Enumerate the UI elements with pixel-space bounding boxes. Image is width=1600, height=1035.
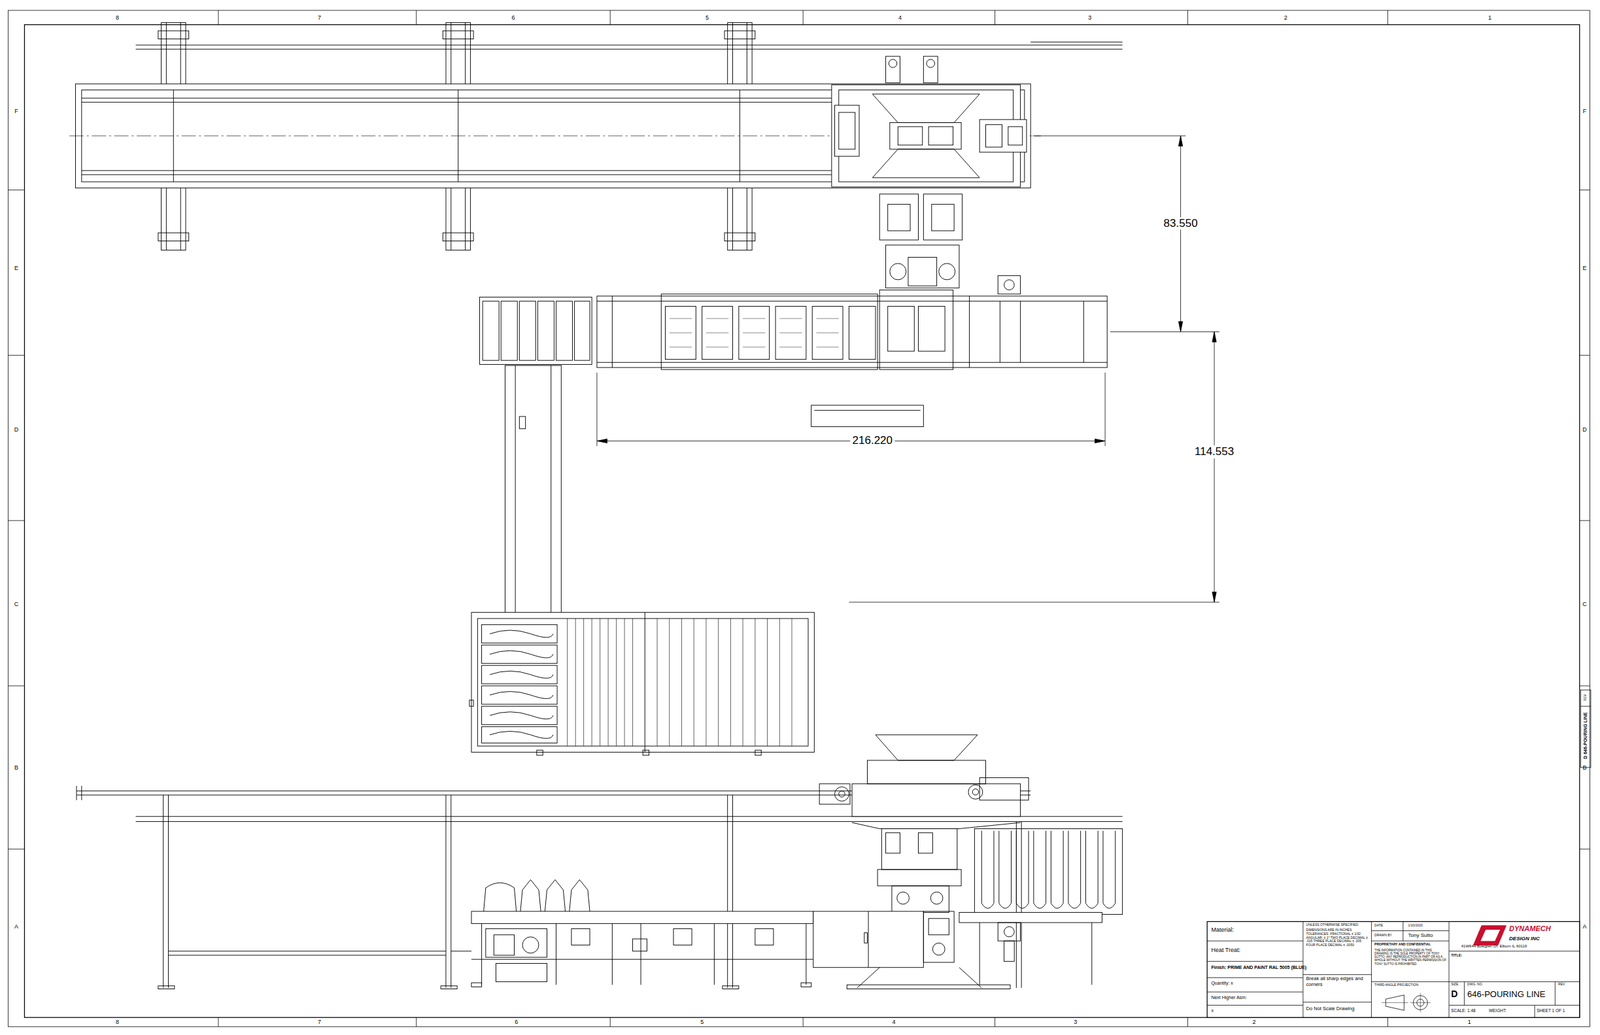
tolerance-note: DIMENSIONS ARE IN INCHES TOLERANCES: FRA…: [1306, 928, 1370, 948]
zone-letter: B: [14, 763, 19, 771]
zone-number: 3: [1073, 1018, 1077, 1026]
zone-letter: A: [1582, 923, 1587, 930]
title-field: Material:: [1210, 926, 1234, 934]
company-logo: DYNAMECH: [1509, 924, 1551, 934]
zone-number: 5: [700, 1018, 704, 1026]
title-field: x: [1210, 1008, 1214, 1014]
dimension: 114.553: [1192, 445, 1236, 460]
dimension: 83.550: [1161, 217, 1200, 231]
zone-number: 8: [115, 13, 120, 21]
general-note: Break all sharp edges and corners: [1306, 976, 1370, 988]
title-field: TITLE:: [1450, 953, 1463, 958]
zone-letter: E: [1582, 264, 1587, 272]
title-field: SIZE: [1450, 982, 1459, 987]
zone-number: 6: [514, 1018, 518, 1026]
zone-letter: F: [14, 107, 19, 115]
title-field: Next Higher Asm:: [1210, 995, 1247, 1001]
title-field: DWG. NO.: [1467, 982, 1483, 987]
projection-note: THIRD ANGLE PROJECTION: [1374, 983, 1419, 988]
zone-number: 2: [1284, 13, 1288, 21]
dimension: 216.220: [850, 434, 895, 448]
title-field: REV: [1558, 982, 1565, 987]
zone-letter: B: [1582, 763, 1587, 771]
zone-number: 3: [1088, 13, 1092, 21]
title-field: Quantity: x: [1210, 980, 1233, 987]
date-value: 1/10/2020: [1408, 923, 1423, 928]
zone-number: 6: [511, 13, 515, 21]
title-field: SHEET 1 OF 1: [1536, 1008, 1565, 1013]
company-address: 41W644 Bowgren Dr. Elburn IL 60119: [1461, 944, 1527, 949]
confidential-note: PROPRIETARY AND CONFIDENTIAL: [1374, 942, 1431, 947]
zone-number: 4: [892, 1018, 896, 1026]
zone-number: 2: [1252, 1018, 1256, 1026]
title-field: Finish: PRIME AND PAINT RAL 5005 (BLUE): [1210, 965, 1307, 971]
title-field: DRAWN BY: [1374, 933, 1393, 938]
zone-number: 8: [115, 1018, 120, 1026]
zone-letter: C: [1582, 600, 1587, 608]
zone-number: 5: [705, 13, 709, 21]
sheet-size: D: [1450, 988, 1458, 1000]
zone-letter: E: [14, 264, 19, 272]
title-field: WEIGHT:: [1488, 1008, 1507, 1013]
title-field: Heat Treat:: [1210, 946, 1241, 954]
tolerance-note: UNLESS OTHERWISE SPECIFIED:: [1306, 923, 1360, 928]
side-tab-number: D 646-POURING LINE: [1582, 712, 1589, 760]
side-tab-rev: REV: [1583, 694, 1588, 701]
drawn-by-value: Tony Sutto: [1408, 932, 1434, 939]
zone-number: 1: [1467, 1018, 1472, 1026]
title-field: DATE: [1374, 923, 1383, 928]
drawing-number: 646-POURING LINE: [1467, 989, 1546, 1000]
zone-letter: D: [1582, 426, 1587, 433]
zone-number: 7: [317, 13, 322, 21]
zone-letter: F: [1582, 107, 1587, 115]
general-note: Do Not Scale Drawing: [1306, 1006, 1355, 1013]
zone-number: 1: [1488, 13, 1492, 21]
zone-letter: C: [14, 600, 19, 608]
company-name: DESIGN INC: [1509, 935, 1540, 942]
zone-letter: D: [14, 426, 19, 433]
zone-number: 4: [898, 13, 902, 21]
zone-number: 7: [317, 1018, 322, 1026]
title-field: SCALE: 1:48: [1450, 1008, 1476, 1013]
confidential-note: THE INFORMATION CONTAINED IN THIS DRAWIN…: [1374, 948, 1447, 966]
zone-letter: A: [14, 923, 19, 930]
